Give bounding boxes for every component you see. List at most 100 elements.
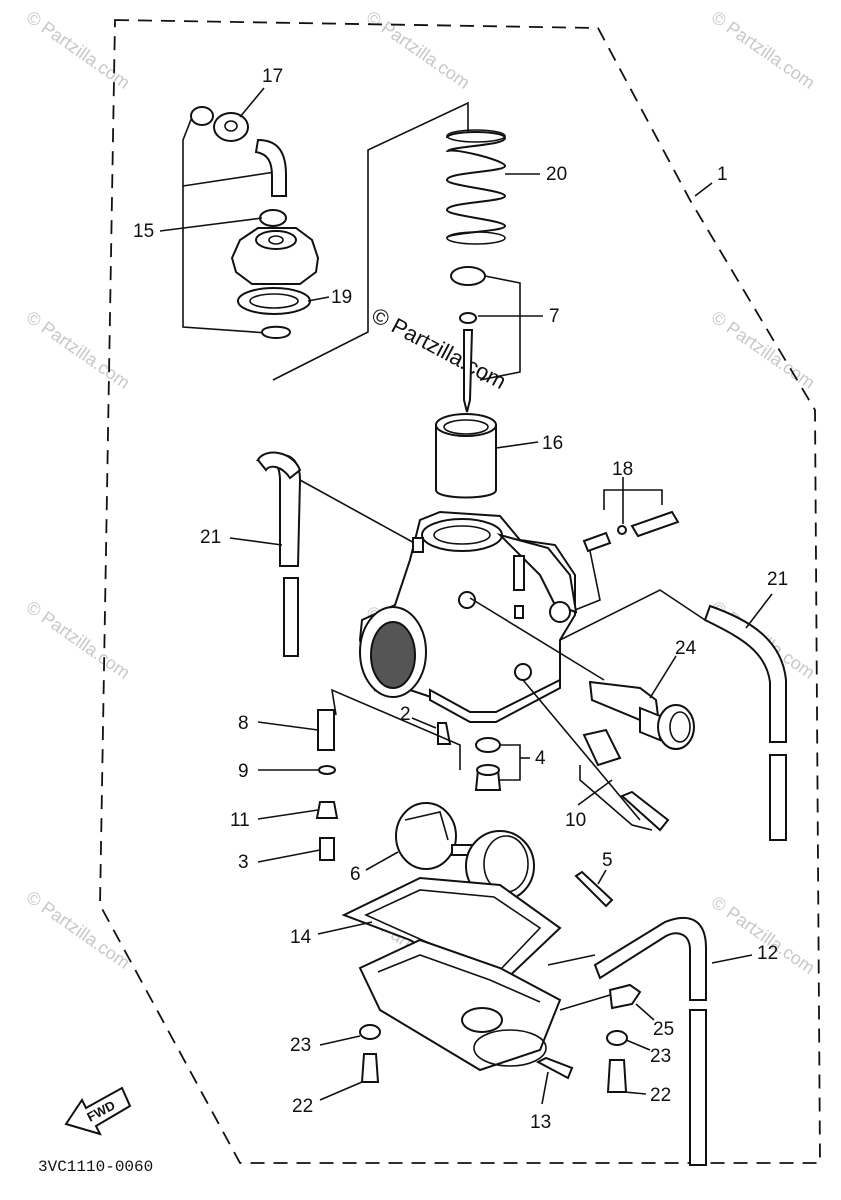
bracket-line [182,116,269,334]
cap-top [255,230,297,250]
plunger-knob [657,704,695,750]
screw-part [360,1053,380,1083]
main-jet-holder [317,709,335,751]
oring-part [318,765,336,775]
watermark: © Partzilla.com [708,892,819,978]
stop-spring [582,728,622,767]
hose-top [256,451,302,480]
float-left [395,802,457,870]
pilot-spring [582,531,612,553]
part-number-label: 4 [535,748,546,769]
part-number-label: 21 [767,569,788,590]
starter-plunger [588,680,695,750]
bracket-line [182,171,276,187]
cap-nut-hole [224,120,238,132]
pilot-oring [617,525,627,535]
fwd-arrow: FWD [64,1086,132,1136]
float-bowl-bottom [473,1029,547,1067]
bracket-line [330,688,461,770]
leader-line [411,717,437,729]
body-port [514,663,532,681]
plunger-knob-face [669,711,691,743]
leader-line [257,721,319,731]
leader-line [495,441,539,449]
overflow-hose [593,917,707,1166]
body-flange [496,533,578,614]
leader-line [694,182,713,197]
nut-part [190,106,214,126]
needle-jet-washer [475,737,501,753]
part-callouts: 1 17 20 15 19 7 16 18 21 21 24 2 [133,66,788,1133]
connector-line [522,679,641,821]
intake-bore-inner [370,621,416,689]
part-number-label: 22 [292,1096,313,1117]
float-bowl-drain [461,1007,503,1033]
hose-lower [769,754,787,841]
leader-line [317,921,373,935]
float-bowl-inner [377,954,541,1003]
starter-jet-part [319,837,335,861]
part-number-label: 16 [542,433,563,454]
drain-screw-part [535,1056,574,1080]
hose-guide-part [608,983,642,1010]
part-number-label: 5 [602,850,613,871]
throttle-stop-screw [579,728,670,832]
leader-line [623,1091,647,1095]
part-number-label: 7 [549,306,560,327]
watermark: © Partzilla.com [23,307,134,393]
spring-bottom [446,231,506,245]
pilot-jet-part [315,801,339,819]
clip-part [260,325,292,339]
part-number-label: 17 [262,66,283,87]
cap-nut-part [213,112,249,142]
gasket-ring-part [237,287,311,315]
body-port [549,601,571,623]
leader-line [649,655,677,699]
watermark: © Partzilla.com [708,7,819,93]
vent-hose-left [255,451,419,657]
pilot-line [569,550,601,613]
spring-coils [445,131,507,239]
stop-screw [620,790,670,832]
pilot-bracket [603,489,663,510]
leader-line [319,1081,363,1101]
needle-set [450,266,521,413]
leader-line [319,1035,361,1046]
part-number-label: 3 [238,852,249,873]
connector-line [469,597,605,681]
throttle-valve-body [435,424,497,499]
body-base-plate [429,678,561,723]
part-number-label: 6 [350,864,361,885]
part-number-label: 23 [290,1035,311,1056]
needle-clip [459,312,477,324]
washer-part [359,1024,381,1040]
part-number-label: 19 [331,287,352,308]
watermark: © Partzilla.com [23,887,134,973]
body-port [458,591,476,609]
part-number-label: 1 [717,164,728,185]
needle-jet-group [474,737,521,791]
washer-part [606,1030,628,1046]
part-number-label: 12 [757,943,778,964]
part-number-label: 2 [400,704,411,725]
throttle-spring [445,129,507,245]
leader-line [239,87,265,118]
cap-top-hole [268,235,284,245]
float-detail [404,811,449,841]
float-pin [574,870,614,908]
needle-jet-top [476,764,500,776]
pilot-screw-set [569,489,680,613]
throttle-valve-inner [443,419,489,435]
body-stud [514,605,524,619]
part-number-label: 23 [650,1046,671,1067]
assembly-boundary [99,19,821,1164]
part-number-label: 22 [650,1085,671,1106]
gasket-ring-inner [249,293,299,309]
throttle-valve-top [435,413,497,437]
drawing-code: 3VC1110-0060 [38,1158,153,1176]
overflow-hose-lower [689,1009,707,1166]
leader-line [257,849,321,863]
part-number-label: 21 [200,527,221,548]
overflow-hose-top [593,917,707,1001]
